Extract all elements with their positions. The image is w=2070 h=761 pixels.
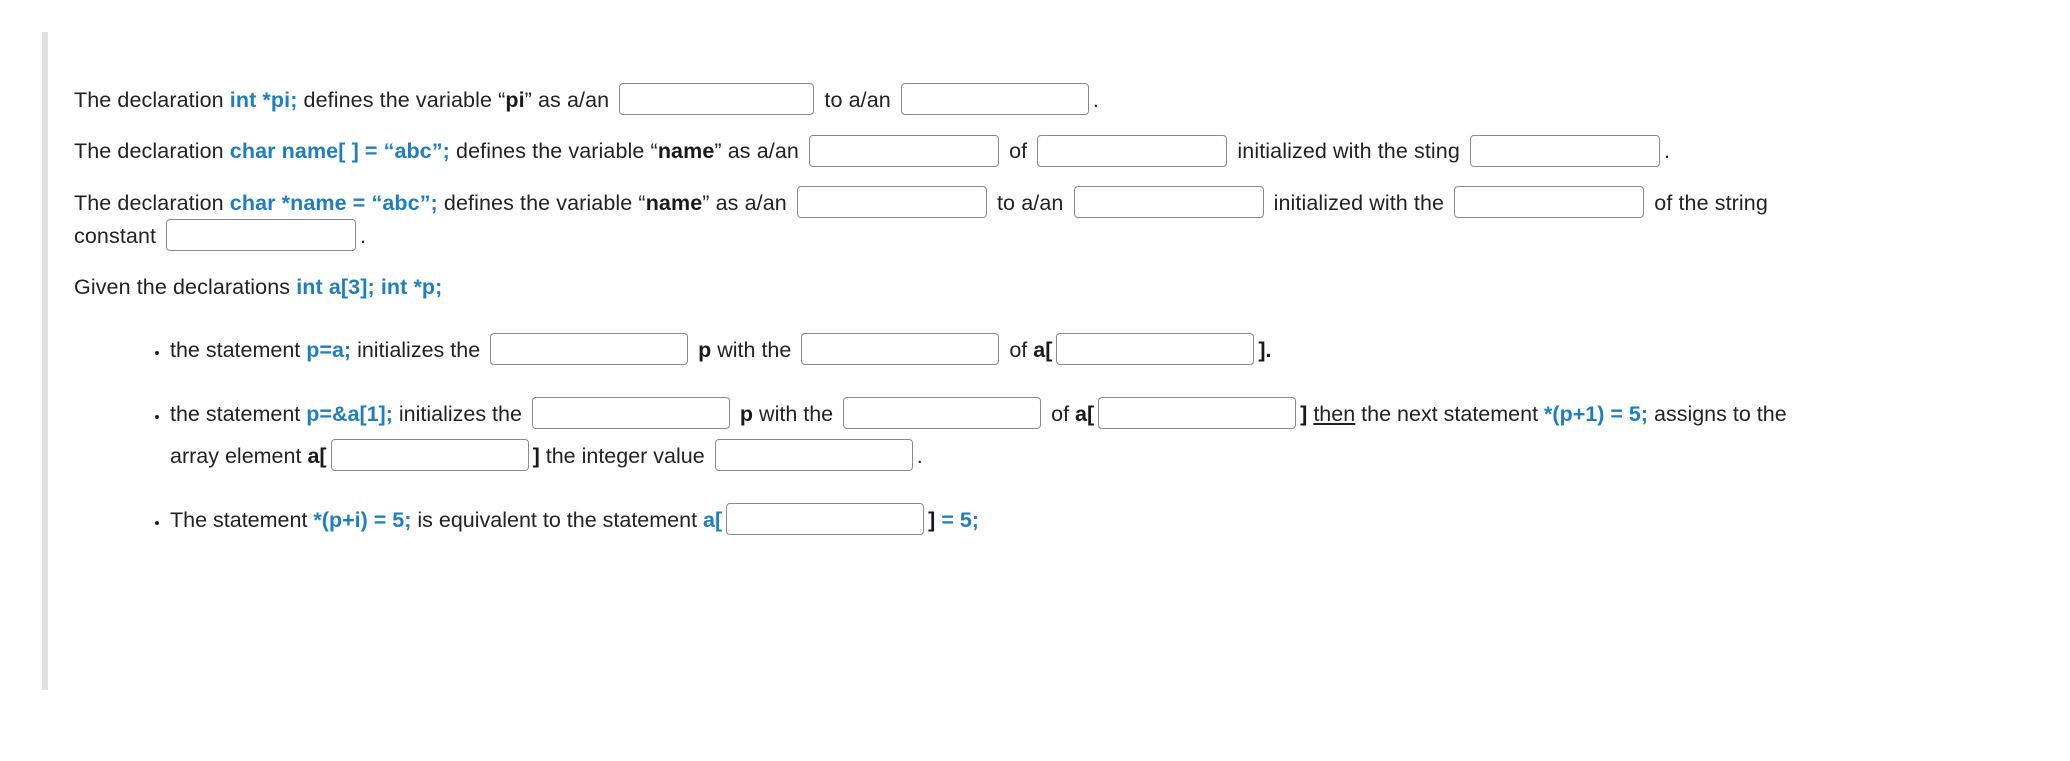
bullet1-mid3: of (1009, 337, 1028, 362)
bullet1-pointer: p (698, 337, 712, 362)
bullet2-close-bracket: ] (1300, 401, 1308, 426)
bullet2-blank-1[interactable] (531, 397, 730, 430)
bullet2-mid1: initializes the (398, 401, 522, 426)
bullet1-array: a[ (1033, 337, 1053, 362)
bullet2-blank-2[interactable] (843, 397, 1042, 430)
bullet1-blank-1[interactable] (490, 333, 689, 366)
statement3-blank-3[interactable] (1454, 185, 1645, 218)
statement2-lead: The declaration (74, 139, 224, 164)
bullet1-mid2: with the (717, 337, 792, 362)
bullet2-mid2: with the (759, 401, 834, 426)
statement-char-array: The declaration char name[ ] = “abc”; de… (74, 134, 2070, 168)
statement1-connector: to a/an (824, 88, 891, 112)
bullet2-blank-3[interactable] (1098, 397, 1297, 430)
bullet1-blank-3[interactable] (1056, 333, 1255, 366)
statement3-connector-3: of the string (1654, 190, 1768, 215)
worksheet-content: The declaration int *pi; defines the var… (74, 83, 2070, 564)
given-lead: Given the declarations (74, 275, 291, 300)
statement1-lead: The declaration (74, 88, 224, 112)
statement3-mid2: ” as a/an (702, 190, 787, 215)
statement3-code: char *name = “abc”; (229, 190, 438, 215)
statement-char-pointer: The declaration char *name = “abc”; defi… (74, 185, 2070, 254)
bullet1-pre: the statement (170, 337, 301, 362)
statement2-blank-3[interactable] (1469, 134, 1660, 167)
bullet2-then: then (1313, 401, 1356, 426)
bullet1-code: p=a; (306, 337, 352, 362)
bullet2-blank-5[interactable] (714, 439, 913, 472)
bullet2-array-2: a[ (307, 443, 327, 468)
bullet2-mid5: assigns to the (1653, 401, 1787, 426)
statement2-blank-1[interactable] (809, 134, 1000, 167)
bullet2-close-bracket-2: ] (532, 443, 540, 468)
statement1-mid2: ” as a/an (524, 88, 610, 112)
bullet2-array: a[ (1075, 401, 1095, 426)
statement-int-pointer: The declaration int *pi; defines the var… (74, 83, 2070, 117)
statement1-blank-2[interactable] (900, 83, 1089, 116)
statement1-end: . (1092, 88, 1099, 112)
statement-bullet-list: the statement p=a; initializes the p wit… (74, 330, 2070, 542)
bullet3-code: *(p+i) = 5; (313, 507, 412, 532)
given-declarations: Given the declarations int a[3]; int *p; (74, 271, 2070, 304)
bullet3-blank-1[interactable] (726, 503, 925, 536)
statement1-blank-1[interactable] (619, 83, 815, 116)
list-item-pointer-arith-equivalence: The statement *(p+i) = 5; is equivalent … (170, 500, 2070, 542)
bullet3-mid1: is equivalent to the statement (417, 507, 698, 532)
bullet1-mid1: initializes the (357, 337, 481, 362)
bullet2-code: p=&a[1]; (306, 401, 393, 426)
statement2-mid1: defines the variable “ (456, 139, 658, 164)
statement3-blank-4[interactable] (166, 219, 357, 252)
statement3-lead: The declaration (74, 190, 224, 215)
given-code: int a[3]; int *p; (296, 275, 443, 300)
statement3-connector-2: initialized with the (1273, 190, 1445, 215)
statement2-connector-2: initialized with the sting (1237, 139, 1460, 164)
bullet3-array: a[ (703, 507, 723, 532)
list-item-p-equals-a: the statement p=a; initializes the p wit… (170, 330, 2070, 372)
statement3-blank-1[interactable] (796, 185, 987, 218)
bullet2-mid4: the next statement (1361, 401, 1539, 426)
statement3-variable: name (645, 190, 703, 215)
bullet3-close-bracket: ] (928, 507, 936, 532)
bullet2-code-2: *(p+1) = 5; (1544, 401, 1648, 426)
bullet2-pointer: p (739, 401, 754, 426)
statement2-end: . (1663, 139, 1671, 164)
bullet2-tail: . (916, 443, 923, 468)
statement2-variable: name (657, 139, 715, 164)
statement1-variable: pi (505, 88, 525, 112)
statement2-connector-1: of (1009, 139, 1028, 164)
statement2-blank-2[interactable] (1037, 134, 1228, 167)
bullet2-mid6: the integer value (545, 443, 705, 468)
statement3-end: . (360, 223, 367, 248)
statement2-mid2: ” as a/an (714, 139, 799, 164)
bullet2-pre: the statement (170, 401, 301, 426)
bullet2-blank-4[interactable] (330, 439, 529, 472)
left-vertical-rule (42, 32, 48, 690)
statement3-blank-2[interactable] (1073, 185, 1264, 218)
bullet2-mid3: of (1051, 401, 1070, 426)
bullet2-line2-pre: array element (170, 443, 302, 468)
statement2-code: char name[ ] = “abc”; (229, 139, 450, 164)
statement3-connector-1: to a/an (996, 190, 1064, 215)
statement3-connector-4: constant (74, 223, 157, 248)
statement1-code: int *pi; (229, 88, 298, 112)
bullet3-code-2: = 5; (941, 507, 979, 532)
list-item-p-equals-addr-a1: the statement p=&a[1]; initializes the p… (170, 394, 2070, 478)
statement3-mid1: defines the variable “ (443, 190, 646, 215)
bullet1-tail: ]. (1258, 337, 1272, 362)
statement1-mid1: defines the variable “ (303, 88, 506, 112)
bullet1-blank-2[interactable] (801, 333, 1000, 366)
bullet3-pre: The statement (170, 507, 308, 532)
